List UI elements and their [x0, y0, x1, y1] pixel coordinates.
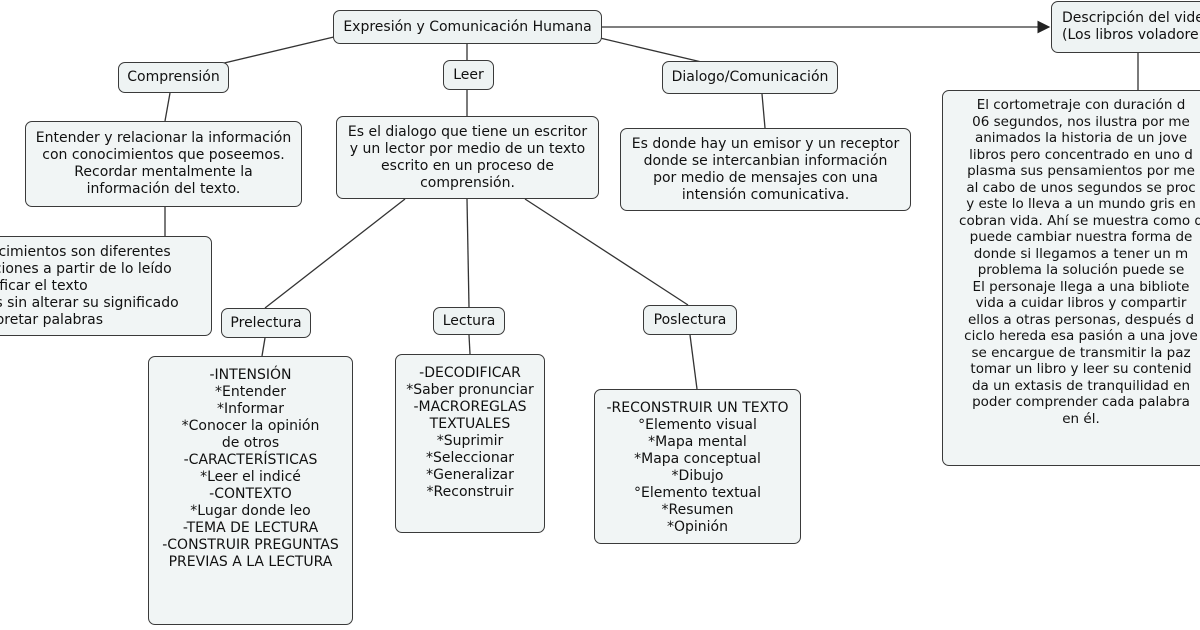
node-leer-def[interactable]: Es el dialogo que tiene un escritor y un… [336, 116, 599, 199]
edge-leer-lectura [466, 198, 470, 308]
node-comprension[interactable]: Comprensión [118, 62, 229, 93]
edge-prelectura-list [261, 337, 266, 357]
node-root[interactable]: Expresión y Comunicación Humana [333, 10, 602, 44]
node-lectura[interactable]: Lectura [433, 307, 505, 335]
node-leer[interactable]: Leer [443, 60, 494, 90]
node-lectura-list[interactable]: -DECODIFICAR *Saber pronunciar -MACROREG… [395, 354, 545, 533]
node-prelectura[interactable]: Prelectura [221, 308, 311, 338]
edge-root-dialogo [599, 37, 711, 65]
edge-poslectura-list [689, 334, 698, 390]
node-descripcion-text[interactable]: El cortometraje con duración d 06 segund… [942, 90, 1200, 466]
node-comprension-detail[interactable]: nocimientos son diferentes luciones a pa… [0, 236, 212, 336]
edge-leer-poslectura [524, 198, 689, 306]
edge-lectura-list [468, 334, 471, 355]
edge-dialogo-def [761, 93, 766, 129]
node-dialogo[interactable]: Dialogo/Comunicación [662, 61, 838, 94]
edge-comprension-def [164, 92, 171, 122]
node-comprension-def[interactable]: Entender y relacionar la información con… [25, 121, 302, 207]
node-poslectura-list[interactable]: -RECONSTRUIR UN TEXTO °Elemento visual *… [594, 389, 801, 544]
node-dialogo-def[interactable]: Es donde hay un emisor y un receptor don… [620, 128, 911, 211]
node-descripcion[interactable]: Descripción del vide (Los libros volador… [1051, 1, 1200, 53]
edge-leer-prelectura [264, 198, 406, 309]
node-prelectura-list[interactable]: -INTENSIÓN *Entender *Informar *Conocer … [148, 356, 353, 625]
node-poslectura[interactable]: Poslectura [643, 305, 737, 335]
